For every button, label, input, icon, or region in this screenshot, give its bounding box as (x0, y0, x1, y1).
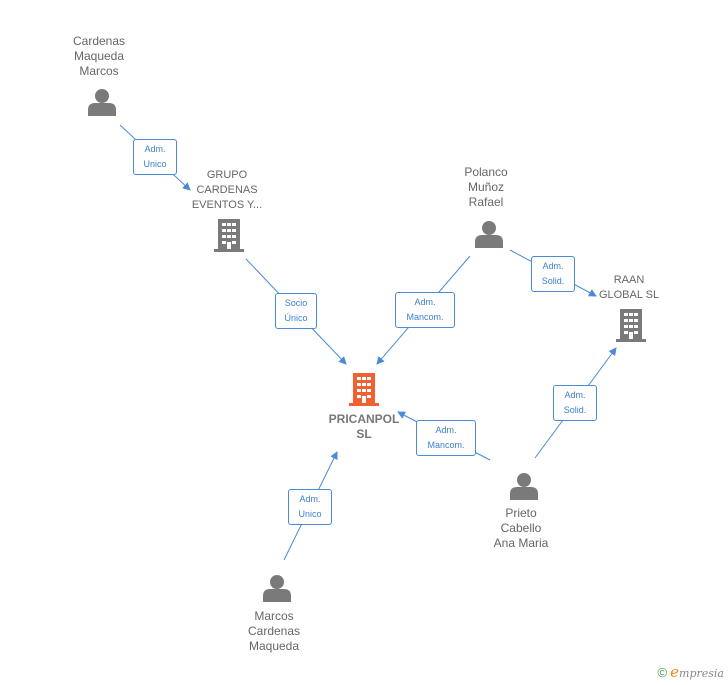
edge-badge-adm-mancom[interactable]: Adm. Mancom. (395, 292, 455, 328)
building-icon[interactable] (616, 309, 646, 342)
edge-badge-adm-mancom[interactable]: Adm. Mancom. (416, 420, 476, 456)
copyright-symbol: © (657, 664, 668, 680)
footer-brand[interactable]: © empresia (658, 663, 724, 681)
node-label-pricanpol[interactable]: PRICANPOL SL (328, 412, 400, 441)
person-icon[interactable] (510, 473, 538, 500)
node-label-prieto[interactable]: Prieto Cabello Ana Maria (493, 506, 549, 550)
node-label-marcos-cardenas[interactable]: Marcos Cardenas Maqueda (247, 609, 301, 653)
edge-badge-adm-solid[interactable]: Adm. Solid. (553, 385, 597, 421)
empresia-logo: empresia (670, 663, 724, 681)
node-label-polanco[interactable]: Polanco Muñoz Rafael (464, 165, 508, 209)
edge-badge-adm-solid[interactable]: Adm. Solid. (531, 256, 575, 292)
node-label-cardenas-maqueda-marcos[interactable]: Cardenas Maqueda Marcos (72, 34, 126, 78)
person-icon[interactable] (263, 575, 291, 602)
person-icon[interactable] (88, 89, 116, 116)
node-label-grupo-cardenas[interactable]: GRUPO CARDENAS EVENTOS Y... (191, 169, 263, 211)
node-label-raan[interactable]: RAAN GLOBAL SL (598, 274, 660, 301)
building-icon[interactable] (214, 219, 244, 252)
main-company-building-icon[interactable] (349, 373, 379, 406)
edge-badge-adm-unico[interactable]: Adm. Unico (288, 489, 332, 525)
person-icon[interactable] (475, 221, 503, 248)
edge-badge-socio-unico[interactable]: Socio Único (275, 293, 317, 329)
edge-badge-adm-unico[interactable]: Adm. Unico (133, 139, 177, 175)
